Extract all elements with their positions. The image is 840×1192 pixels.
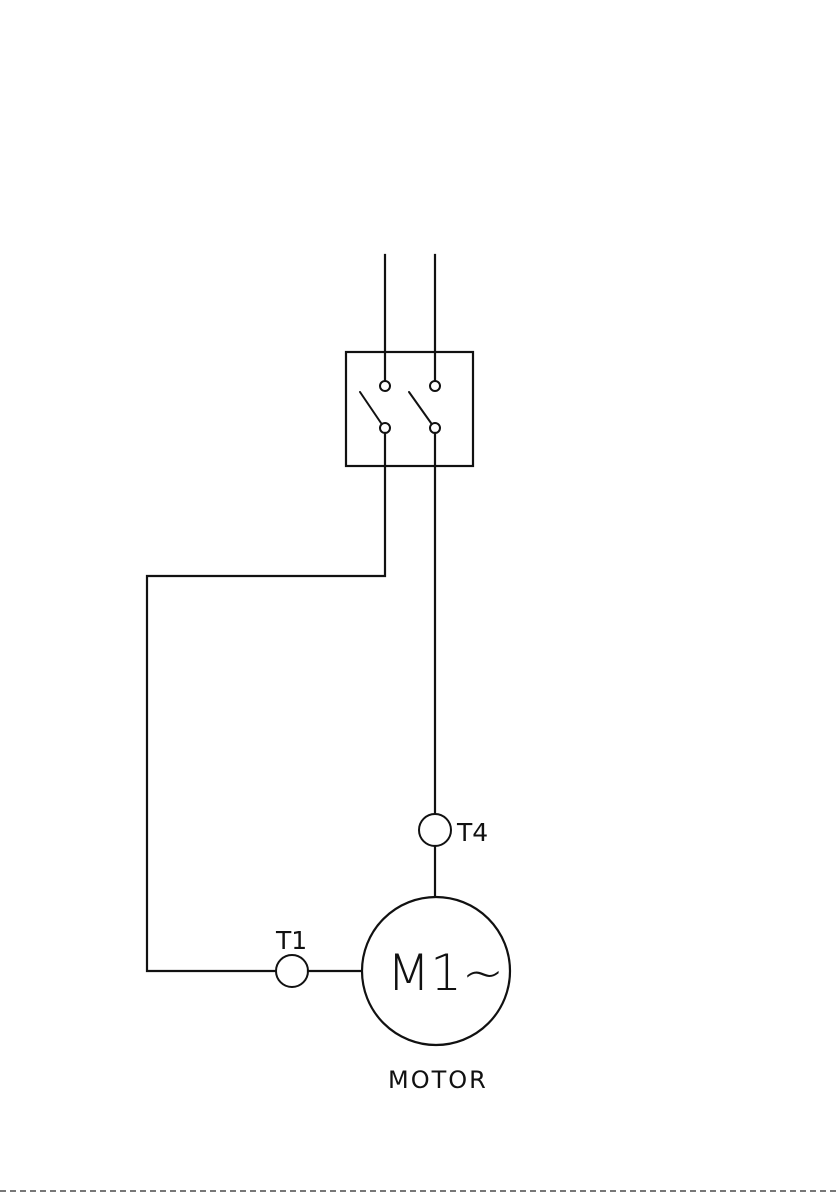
terminal-t4 (419, 814, 451, 846)
switch-contact-bottom-right (430, 423, 440, 433)
switch-blade-left (360, 392, 381, 423)
switch-contact-top-left (380, 381, 390, 391)
motor-id-label: M1~ (387, 944, 504, 1002)
switch-enclosure (346, 352, 473, 466)
wire-to-t1 (147, 433, 385, 971)
terminal-t1-label: T1 (275, 926, 307, 955)
switch-blade-right (409, 392, 431, 423)
terminal-t1 (276, 955, 308, 987)
switch-contact-top-right (430, 381, 440, 391)
switch-contact-bottom-left (380, 423, 390, 433)
terminal-t4-label: T4 (456, 818, 488, 847)
motor-caption: MOTOR (388, 1066, 488, 1094)
